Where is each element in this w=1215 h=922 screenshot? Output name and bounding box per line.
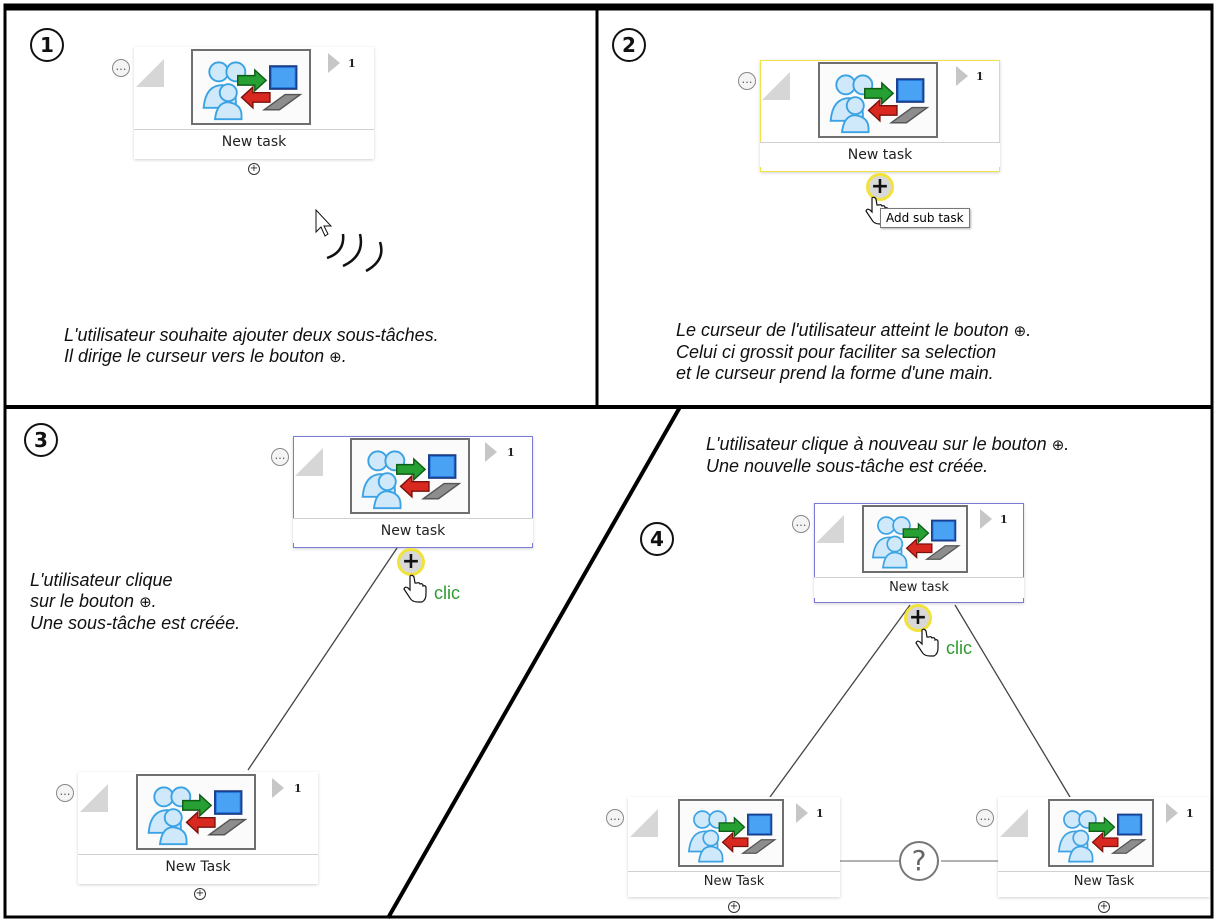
task-card[interactable]: … 1 New task <box>271 436 533 564</box>
page-fold-icon <box>136 59 164 87</box>
play-icon[interactable] <box>272 778 284 798</box>
caption-line: sur le bouton ⊕. <box>30 591 240 613</box>
step-number-4: 4 <box>640 522 674 556</box>
task-users-computer-icon <box>678 799 784 867</box>
caption-line: Une nouvelle sous-tâche est créée. <box>706 456 989 476</box>
task-users-computer-icon <box>350 438 470 514</box>
more-options-icon[interactable]: … <box>606 809 624 827</box>
caption-step-2: Le curseur de l'utilisateur atteint le b… <box>676 320 1031 384</box>
task-users-computer-icon <box>136 774 256 850</box>
subtask-count: 1 <box>294 782 302 795</box>
task-card[interactable]: … 1 New Task + <box>976 797 1210 913</box>
play-icon[interactable] <box>956 66 968 86</box>
task-card[interactable]: … 1 New Task + <box>56 772 318 900</box>
caption-text: Le curseur de l'utilisateur atteint le b… <box>676 320 1009 340</box>
task-card[interactable]: … 1 New Task + <box>606 797 840 913</box>
add-circle-icon: ⊕ <box>1051 436 1065 454</box>
page-fold-icon <box>630 809 658 837</box>
subtask-count: 1 <box>976 70 984 83</box>
task-card[interactable]: … 1 New task <box>792 503 1024 619</box>
click-label: clic <box>434 583 460 603</box>
caption-line: Le curseur de l'utilisateur atteint le b… <box>676 320 1031 342</box>
caption-line: L'utilisateur souhaite ajouter deux sous… <box>64 325 439 345</box>
add-circle-icon: ⊕ <box>329 348 342 366</box>
more-options-icon[interactable]: … <box>56 784 74 802</box>
add-subtask-button[interactable]: + <box>866 173 894 201</box>
caption-line: et le curseur prend la forme d'une main. <box>676 363 994 383</box>
subtask-count: 1 <box>507 446 515 459</box>
add-subtask-button[interactable]: + <box>248 163 260 175</box>
click-label: clic <box>946 638 972 658</box>
add-subtask-button[interactable]: + <box>194 888 206 900</box>
task-users-computer-icon <box>1048 799 1154 867</box>
task-label: New task <box>134 129 374 154</box>
add-subtask-button[interactable]: + <box>728 901 740 913</box>
page-fold-icon <box>762 72 790 100</box>
caption-period: . <box>1026 320 1032 340</box>
add-subtask-button[interactable]: + <box>397 548 425 576</box>
caption-line: Il dirige le curseur vers le bouton ⊕. <box>64 346 439 368</box>
subtask-count: 1 <box>1186 807 1194 820</box>
question-icon[interactable]: ? <box>899 841 939 881</box>
caption-period: . <box>341 346 347 366</box>
add-subtask-button[interactable]: + <box>1098 901 1110 913</box>
task-label: New Task <box>78 854 318 879</box>
caption-step-3: L'utilisateur clique sur le bouton ⊕. Un… <box>30 570 240 634</box>
caption-line: Celui ci grossit pour faciliter sa selec… <box>676 342 997 362</box>
step-number-2: 2 <box>612 28 646 62</box>
more-options-icon[interactable]: … <box>976 809 994 827</box>
play-icon[interactable] <box>980 509 992 529</box>
caption-line: L'utilisateur clique <box>30 570 173 590</box>
step-number-1: 1 <box>30 28 64 62</box>
arrow-cursor-icon <box>315 208 333 237</box>
more-options-icon[interactable]: … <box>112 59 130 77</box>
task-label: New task <box>814 577 1024 598</box>
task-users-computer-icon <box>191 49 311 125</box>
add-circle-icon: ⊕ <box>1013 322 1027 340</box>
caption-text: L'utilisateur clique à nouveau sur le bo… <box>706 434 1047 454</box>
subtask-count: 1 <box>1000 513 1008 526</box>
step-number-3: 3 <box>24 423 58 457</box>
page-fold-icon <box>80 784 108 812</box>
caption-text: sur le bouton <box>30 591 135 611</box>
caption-period: . <box>151 591 157 611</box>
play-icon[interactable] <box>485 442 497 462</box>
caption-text: Il dirige le curseur vers le bouton <box>64 346 325 366</box>
more-options-icon[interactable]: … <box>738 72 756 90</box>
task-users-computer-icon <box>862 505 968 573</box>
caption-line: Une sous-tâche est créée. <box>30 613 241 633</box>
page-fold-icon <box>1000 809 1028 837</box>
task-label: New task <box>293 518 533 543</box>
add-circle-icon: ⊕ <box>139 593 152 611</box>
task-card[interactable]: … 1 New task + <box>112 47 374 175</box>
task-users-computer-icon <box>818 62 938 138</box>
more-options-icon[interactable]: … <box>271 448 289 466</box>
add-subtask-button[interactable]: + <box>904 604 932 632</box>
subtask-count: 1 <box>348 57 356 70</box>
play-icon[interactable] <box>328 53 340 73</box>
play-icon[interactable] <box>1166 803 1178 823</box>
tooltip: Add sub task <box>880 208 970 228</box>
hand-pointer-icon <box>403 574 427 603</box>
task-label: New Task <box>628 871 840 892</box>
task-label: New Task <box>998 871 1210 892</box>
task-card[interactable]: … 1 New task <box>738 60 1000 188</box>
play-icon[interactable] <box>796 803 808 823</box>
task-label: New task <box>760 142 1000 167</box>
caption-line: L'utilisateur clique à nouveau sur le bo… <box>706 434 1069 456</box>
more-options-icon[interactable]: … <box>792 515 810 533</box>
caption-period: . <box>1064 434 1070 454</box>
caption-step-4: L'utilisateur clique à nouveau sur le bo… <box>706 434 1069 477</box>
hand-pointer-icon <box>915 628 939 657</box>
caption-step-1: L'utilisateur souhaite ajouter deux sous… <box>64 325 439 368</box>
page-fold-icon <box>816 515 844 543</box>
page-fold-icon <box>295 448 323 476</box>
subtask-count: 1 <box>816 807 824 820</box>
